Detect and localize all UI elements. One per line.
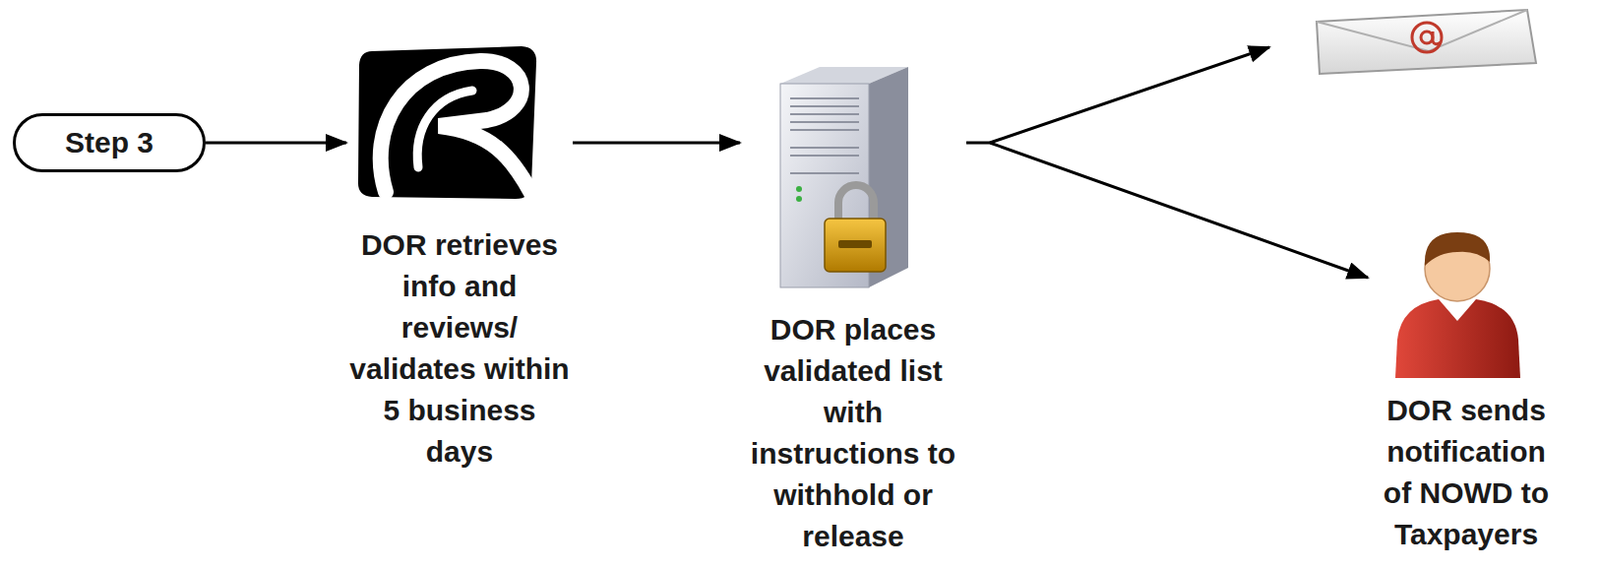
process-step: DOR sends notification of NOWD to Taxpay…: [1367, 224, 1565, 555]
step-pill: Step 3: [12, 113, 206, 173]
email-branch: [989, 47, 1270, 143]
flow-arrow: [572, 141, 740, 145]
node-label: DOR places validated list with instructi…: [744, 308, 962, 557]
process-step: DOR retrieves info and reviews/ validate…: [346, 44, 573, 473]
server-icon: [780, 66, 909, 288]
process-step: DOR places validated list with instructi…: [739, 61, 967, 557]
email-icon: [1316, 9, 1537, 74]
person-icon: [1395, 232, 1521, 378]
flow-arrow: [966, 142, 1368, 278]
logo-icon: [358, 46, 537, 199]
node-label: DOR retrieves info and reviews/ validate…: [349, 224, 571, 473]
flow-arrow: [205, 141, 347, 145]
node-label: Step 3: [64, 123, 154, 162]
node-label: DOR sends notification of NOWD to Taxpay…: [1372, 389, 1560, 555]
